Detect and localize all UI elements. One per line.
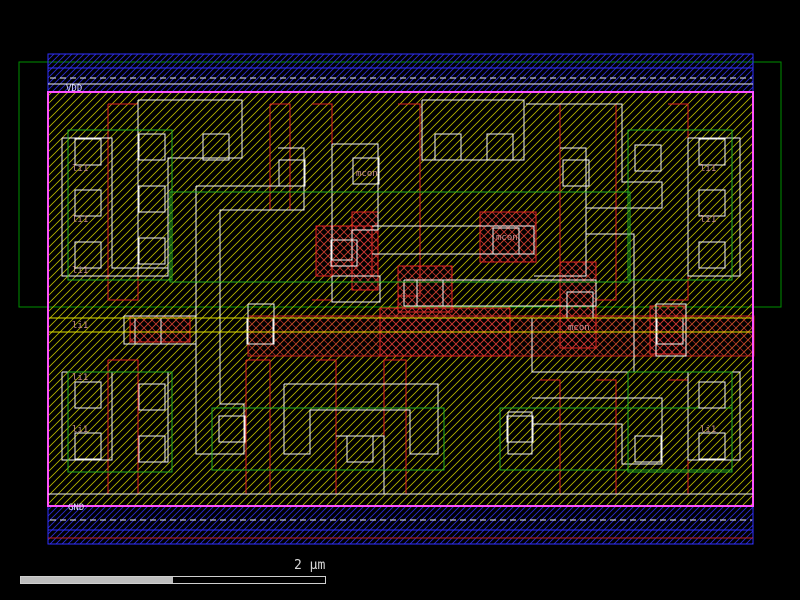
svg-text:li1: li1 [700, 215, 716, 225]
gnd-pin-label: GND [68, 503, 84, 513]
svg-text:li1: li1 [72, 266, 88, 276]
svg-text:li1: li1 [72, 164, 88, 174]
svg-text:li1: li1 [700, 425, 716, 435]
vdd-metal-rail [47, 53, 754, 93]
layer-labels: li1 li1 li1 li1 li1 li1 li1 li1 li1 mcon… [72, 164, 716, 435]
scale-bar-fill [21, 577, 173, 583]
contact-layer [74, 133, 726, 463]
svg-text:mcon: mcon [356, 169, 378, 179]
vdd-pin-label: VDD [66, 84, 82, 94]
svg-text:li1: li1 [72, 373, 88, 383]
svg-text:mcon: mcon [496, 233, 518, 243]
svg-text:mcon: mcon [568, 323, 590, 333]
diffusion-outline-layer [67, 129, 733, 473]
svg-text:li1: li1 [700, 164, 716, 174]
svg-text:li1: li1 [72, 425, 88, 435]
cell-boundary [47, 91, 754, 507]
svg-text:li1: li1 [72, 321, 88, 331]
svg-text:li1: li1 [72, 215, 88, 225]
rail-ticks [48, 83, 753, 495]
scale-bar [20, 576, 326, 584]
